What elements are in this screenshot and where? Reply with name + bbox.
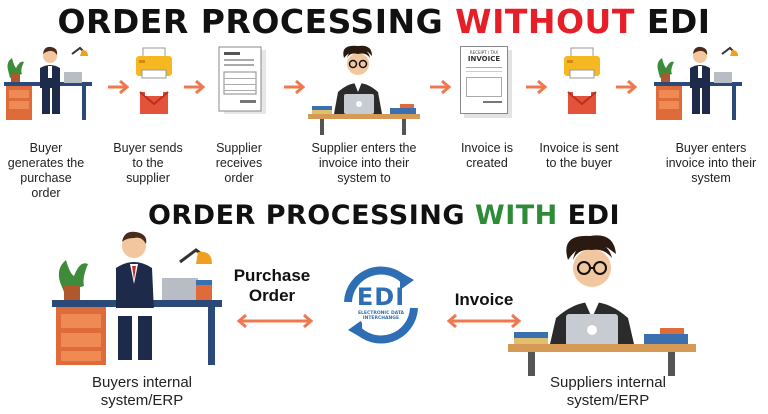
title-suffix: EDI <box>557 200 621 231</box>
buyer-desk-icon <box>52 231 222 365</box>
buyer-system-caption: Buyers internal system/ERP <box>62 374 222 410</box>
title-with-edi: ORDER PROCESSING WITH EDI <box>0 200 768 231</box>
invoice-label: Invoice <box>454 290 514 309</box>
flow-arrow <box>430 79 452 95</box>
step-caption: Buyer sends to the supplier <box>113 141 183 185</box>
printer-mail-icon <box>136 47 172 114</box>
edi-subtitle: ELECTRONIC DATA INTERCHANGE <box>352 311 410 321</box>
step-caption: Supplier enters the invoice into their s… <box>311 141 417 185</box>
step-caption: Invoice is sent to the buyer <box>539 141 619 170</box>
buyer-caption-line2: system/ERP <box>100 392 184 409</box>
edi-logo-icon <box>344 266 418 344</box>
paper-document-icon <box>218 46 266 114</box>
supplier-caption-line1: Suppliers internal <box>550 374 666 391</box>
flow-arrow <box>526 79 548 95</box>
title-suffix: EDI <box>634 2 711 41</box>
title-highlight-with: WITH <box>474 200 558 231</box>
flow-arrow <box>284 79 306 95</box>
purchase-order-line2: Order <box>248 286 296 305</box>
title-without-edi: ORDER PROCESSING WITHOUT EDI <box>0 2 768 41</box>
step-caption: Supplier receives order <box>215 141 263 185</box>
supplier-laptop-icon <box>308 45 420 135</box>
buyer-desk-icon <box>4 46 92 120</box>
invoice-document-icon: RECEIPT / TAX INVOICE <box>460 46 508 114</box>
title-prefix: ORDER PROCESSING <box>57 2 456 41</box>
double-arrow-purchase-order <box>236 313 314 329</box>
invoice-small-label: RECEIPT / TAX <box>469 50 499 55</box>
step-caption: Invoice is created <box>460 141 514 170</box>
step-caption: Buyer generates the purchase order <box>7 141 85 200</box>
buyer-desk-icon <box>654 46 742 120</box>
flow-arrow <box>616 79 638 95</box>
edi-subtitle-line2: INTERCHANGE <box>362 316 400 321</box>
purchase-order-label: Purchase Order <box>222 266 322 306</box>
invoice-heading: INVOICE <box>467 55 501 63</box>
edi-logo-text: EDI <box>356 283 406 311</box>
step-caption: Buyer enters invoice into their system <box>665 141 757 185</box>
flow-arrow <box>184 79 206 95</box>
supplier-laptop-icon <box>508 235 696 376</box>
flow-arrow <box>108 79 130 95</box>
title-highlight-without: WITHOUT <box>455 2 635 41</box>
supplier-caption-line2: system/ERP <box>566 392 650 409</box>
printer-mail-icon <box>564 47 600 114</box>
edi-subtitle-line1: ELECTRONIC DATA <box>357 311 405 316</box>
double-arrow-invoice <box>446 313 522 329</box>
buyer-caption-line1: Buyers internal <box>91 374 193 391</box>
supplier-system-caption: Suppliers internal system/ERP <box>518 374 698 410</box>
title-prefix: ORDER PROCESSING <box>147 200 475 231</box>
purchase-order-line1: Purchase <box>233 266 311 285</box>
